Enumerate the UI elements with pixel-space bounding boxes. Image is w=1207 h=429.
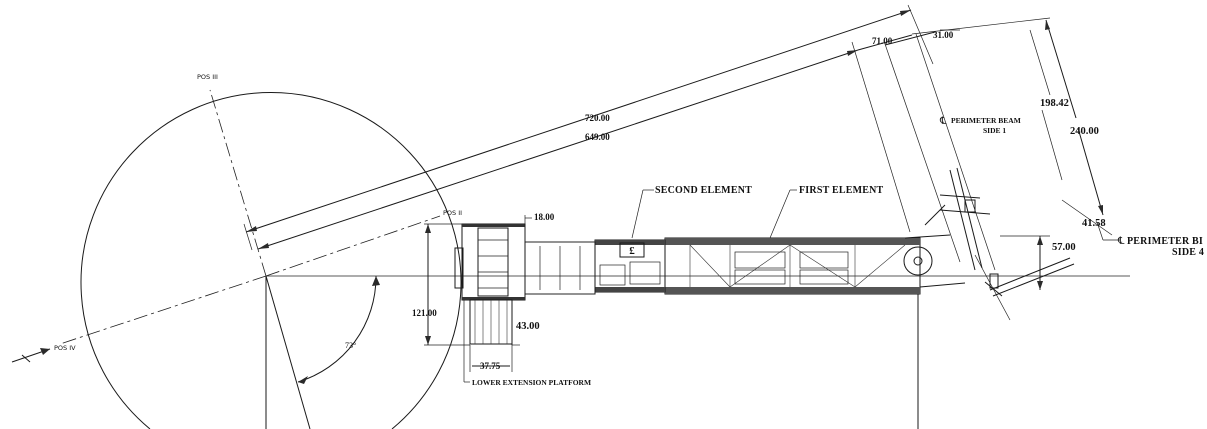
pivot-joint — [903, 234, 966, 429]
svg-text:£: £ — [629, 245, 635, 257]
dim-18-text: 18.00 — [534, 212, 555, 222]
label-pos-iv: POS IV — [54, 344, 76, 352]
label-pos-ii: POS II — [443, 209, 462, 217]
label-perimeter-beam-side4-l1: PERIMETER BI — [1127, 236, 1203, 247]
dim-198-text: 198.42 — [1040, 98, 1069, 109]
label-first-element: FIRST ELEMENT — [799, 185, 884, 196]
boom-first-element — [664, 237, 921, 295]
pos-iv-arrow-icon — [11, 348, 51, 363]
boom-second-element: £ — [594, 239, 666, 293]
centerline-icon-2: ℄ — [1117, 236, 1125, 247]
dim-37-text: 37.75 — [480, 361, 501, 371]
perimeter-beam-side1 — [924, 167, 1011, 321]
dim-57-text: 57.00 — [1052, 242, 1076, 253]
label-angle: 73° — [345, 341, 356, 350]
label-pos-iii: POS III — [197, 73, 218, 81]
dim-720 — [243, 4, 934, 251]
dim-43-text: 43.00 — [516, 321, 540, 332]
dim-57 — [1000, 235, 1050, 290]
dim-198-240 — [911, 17, 1113, 236]
boom-inner-section — [524, 241, 596, 295]
label-perimeter-beam-side4-l2: SIDE 4 — [1172, 247, 1204, 258]
label-lower-extension-platform: LOWER EXTENSION PLATFORM — [472, 378, 591, 387]
dim-649 — [257, 41, 911, 250]
dim-71-text: 71.00 — [872, 36, 893, 46]
angle-arc — [297, 275, 377, 383]
dim-37 — [469, 345, 513, 372]
dim-121-text: 121.00 — [412, 308, 437, 318]
label-perimeter-beam-side1-l1: PERIMETER BEAM — [951, 116, 1021, 125]
dim-71-31 — [857, 29, 996, 271]
centerline-icon: ℄ — [939, 116, 947, 127]
perimeter-beam-side4 — [984, 257, 1075, 297]
dim-121 — [424, 223, 470, 346]
dim-240-text: 240.00 — [1070, 126, 1099, 137]
dim-43 — [511, 300, 520, 346]
label-second-element: SECOND ELEMENT — [655, 185, 752, 196]
platform — [454, 223, 526, 301]
label-perimeter-beam-side1-l2: SIDE 1 — [983, 126, 1006, 135]
dim-41 — [1096, 221, 1120, 241]
dim-720-text: 720.00 — [585, 113, 610, 123]
dim-41-text: 41.58 — [1082, 218, 1106, 229]
dim-31-text: 31.00 — [933, 30, 954, 40]
dim-649-text: 649.00 — [585, 132, 610, 142]
dim-18 — [524, 215, 532, 242]
reach-circle — [80, 92, 462, 429]
